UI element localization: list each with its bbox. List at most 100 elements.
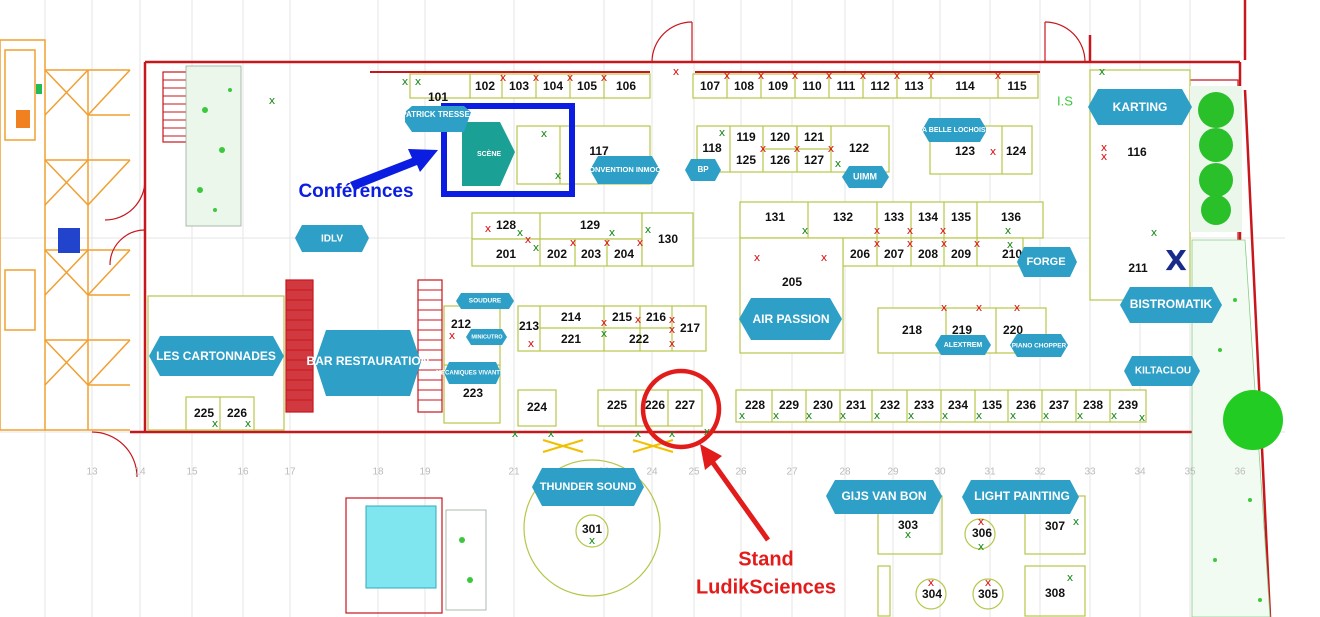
svg-text:25: 25: [688, 467, 700, 478]
stand-305: 305: [978, 587, 998, 601]
label-soudure: SOUDURE: [469, 298, 502, 305]
svg-text:x: x: [637, 236, 644, 249]
svg-text:x: x: [976, 409, 983, 422]
label-bp: BP: [697, 165, 709, 174]
svg-text:x: x: [402, 75, 409, 88]
label-kiltaclou: KILTACLOU: [1135, 366, 1191, 377]
svg-text:x: x: [589, 534, 596, 547]
svg-text:x: x: [978, 515, 985, 528]
stand-annotation-line2: LudikSciences: [696, 576, 836, 598]
stand-112: 112: [870, 79, 890, 93]
svg-text:x: x: [941, 301, 948, 314]
stand-118: 118: [702, 141, 722, 155]
svg-text:x: x: [874, 237, 881, 250]
stand-135b: 135: [982, 398, 1002, 412]
svg-text:x: x: [760, 142, 767, 155]
svg-text:17: 17: [284, 467, 296, 478]
svg-text:x: x: [754, 251, 761, 264]
svg-text:x: x: [806, 409, 813, 422]
stand-102: 102: [475, 79, 495, 93]
stand-131: 131: [765, 210, 785, 224]
svg-text:x: x: [758, 69, 765, 82]
stand-202: 202: [547, 247, 567, 261]
stand-227: 227: [675, 398, 695, 412]
svg-text:16: 16: [237, 467, 249, 478]
stand-129: 129: [580, 218, 600, 232]
stands-top: [409, 73, 1039, 99]
svg-text:x: x: [1067, 571, 1074, 584]
stand-209: 209: [951, 247, 971, 261]
stand-128: 128: [496, 218, 516, 232]
stand-228: 228: [745, 398, 765, 412]
stand-233: 233: [914, 398, 934, 412]
stand-109: 109: [768, 79, 788, 93]
svg-text:x: x: [1101, 150, 1108, 163]
svg-text:x: x: [1139, 411, 1146, 424]
svg-text:x: x: [724, 69, 731, 82]
svg-text:21: 21: [508, 467, 520, 478]
conferences-arrow: [350, 149, 438, 190]
stand-203: 203: [581, 247, 601, 261]
svg-text:x: x: [1099, 65, 1106, 78]
svg-text:x: x: [645, 223, 652, 236]
stand-125: 125: [736, 153, 756, 167]
exhibitor-labels: PATRICK TRESSET CONVENTION INMOOV BP UIM…: [149, 89, 1222, 514]
green-marker: [36, 84, 42, 94]
svg-text:x: x: [669, 323, 676, 336]
svg-text:x: x: [541, 127, 548, 140]
svg-text:x: x: [245, 417, 252, 430]
stand-231: 231: [846, 398, 866, 412]
svg-text:14: 14: [134, 467, 146, 478]
svg-text:x: x: [555, 169, 562, 182]
svg-text:x: x: [525, 233, 532, 246]
stand-308: 308: [1045, 586, 1065, 600]
stand-115: 115: [1007, 79, 1027, 93]
stand-127: 127: [804, 153, 824, 167]
label-convention: CONVENTION INMOOV: [584, 165, 667, 174]
svg-text:x: x: [449, 329, 456, 342]
svg-text:x: x: [1111, 409, 1118, 422]
greenery: [185, 0, 1320, 617]
svg-text:x: x: [976, 301, 983, 314]
svg-text:x: x: [635, 427, 642, 440]
svg-text:x: x: [874, 224, 881, 237]
conferences-highlight: [441, 103, 575, 197]
stand-126: 126: [770, 153, 790, 167]
stand-216: 216: [646, 310, 666, 324]
stand-219: 219: [952, 323, 972, 337]
stand-301: 301: [582, 522, 602, 536]
label-is: I.S: [1057, 93, 1073, 108]
grid-numbers: 13 14 15 16 17 18 19 21 23 24 25 26 27 2…: [86, 467, 1246, 478]
stand-104: 104: [543, 79, 563, 93]
stand-120: 120: [770, 130, 790, 144]
svg-text:28: 28: [839, 467, 851, 478]
stand-numbers: 101 102 103 104 105 106 107 108 109 110 …: [194, 79, 1148, 601]
stand-132: 132: [833, 210, 853, 224]
label-uimm: UIMM: [853, 171, 877, 181]
red-bench-fill: [286, 280, 313, 412]
stand-133: 133: [884, 210, 904, 224]
svg-text:x: x: [719, 126, 726, 139]
svg-text:x: x: [739, 409, 746, 422]
svg-text:30: 30: [934, 467, 946, 478]
stand-113: 113: [904, 79, 924, 93]
svg-text:x: x: [517, 226, 524, 239]
stand-212: 212: [451, 317, 471, 331]
svg-text:x: x: [1073, 515, 1080, 528]
stand-304: 304: [922, 587, 942, 601]
svg-text:19: 19: [419, 467, 431, 478]
svg-text:x: x: [840, 409, 847, 422]
svg-text:x: x: [907, 237, 914, 250]
stand-114: 114: [955, 79, 975, 93]
stand-101: 101: [428, 90, 448, 104]
svg-text:x: x: [601, 327, 608, 340]
stand-224: 224: [527, 400, 547, 414]
stand-121: 121: [804, 130, 824, 144]
svg-text:33: 33: [1084, 467, 1096, 478]
svg-text:x: x: [704, 425, 711, 438]
label-thunder: THUNDER SOUND: [540, 481, 637, 493]
svg-text:x: x: [928, 576, 935, 589]
stand-232: 232: [880, 398, 900, 412]
entrance-marks: [542, 439, 674, 453]
